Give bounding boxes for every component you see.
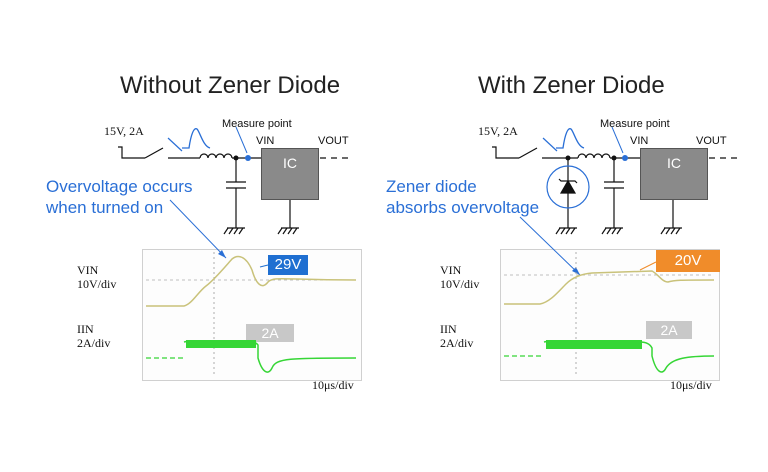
left-iin-pulse-band (186, 340, 256, 348)
left-voltage-badge-pointer (259, 264, 269, 268)
left-measure-point-label: Measure point (222, 118, 292, 130)
left-circuit (118, 146, 352, 235)
right-cap-junction-dot (611, 155, 617, 161)
right-surge-pulse-icon (556, 128, 585, 149)
right-iin-scale-value: 2A/div (440, 336, 474, 350)
left-surge-pulse-icon (182, 128, 211, 149)
left-annotation: Overvoltage occurs when turned on (46, 176, 192, 218)
right-switch (518, 147, 538, 159)
right-annotation-arrowhead-icon (572, 267, 580, 275)
left-vout-label: VOUT (318, 135, 349, 147)
right-source-label: 15V, 2A (478, 124, 518, 138)
right-vout-label: VOUT (696, 135, 727, 147)
right-vin-scale-name: VIN (440, 263, 462, 277)
right-current-badge: 2A (646, 321, 692, 339)
right-voltage-badge-pointer (639, 261, 657, 271)
left-annotation-leader (169, 199, 227, 259)
right-vin-scale-label: VIN 10V/div (440, 263, 479, 291)
right-measure-point-leader (611, 126, 624, 154)
left-vin-label: VIN (256, 135, 275, 147)
right-zener-ground-icon (555, 227, 577, 235)
right-zener-highlight-circle (546, 165, 590, 209)
right-annotation-line2: absorbs overvoltage (386, 198, 540, 217)
left-vin-scale-value: 10V/div (77, 277, 117, 291)
left-iin-scale-label: IIN 2A/div (77, 322, 110, 350)
right-measure-point-label: Measure point (600, 118, 670, 130)
left-cap-ground-icon (223, 227, 245, 235)
left-iin-scale-name: IIN (77, 322, 94, 336)
left-measure-point-dot (245, 155, 251, 161)
left-vin-scale-name: VIN (77, 263, 99, 277)
left-current-badge: 2A (246, 324, 294, 342)
right-zener-diode-icon (558, 178, 578, 194)
right-cap-ground-icon (601, 227, 623, 235)
right-inductor-icon (577, 153, 611, 159)
left-annotation-line2: when turned on (46, 198, 164, 217)
left-cap-junction-dot (233, 155, 239, 161)
left-switch (144, 147, 164, 159)
left-time-scale: 10μs/div (312, 378, 354, 392)
left-source-label: 15V, 2A (104, 124, 144, 138)
right-measure-point-dot (622, 155, 628, 161)
right-annotation: Zener diode absorbs overvoltage (386, 176, 539, 218)
left-iin-scale-value: 2A/div (77, 336, 111, 350)
left-annotation-arrowhead-icon (218, 250, 226, 258)
left-ic-block: IC (261, 148, 319, 200)
right-scope-traces (504, 252, 715, 376)
right-vin-trace (504, 270, 715, 305)
right-iin-scale-name: IIN (440, 322, 457, 336)
left-annotation-line1: Overvoltage occurs (46, 177, 193, 196)
left-scope-traces (146, 252, 357, 376)
left-vin-scale-label: VIN 10V/div (77, 263, 116, 291)
left-voltage-badge: 29V (268, 255, 308, 275)
left-title: Without Zener Diode (120, 72, 341, 99)
right-vin-scale-value: 10V/div (440, 277, 480, 291)
left-measure-point-leader (235, 126, 248, 154)
right-surge-arrow-icon (542, 137, 558, 152)
right-annotation-leader (519, 216, 581, 276)
right-title: With Zener Diode (478, 72, 665, 99)
right-iin-scale-label: IIN 2A/div (440, 322, 473, 350)
right-iin-pulse-band (546, 340, 642, 349)
right-circuit (492, 146, 740, 235)
right-vin-label: VIN (630, 135, 649, 147)
left-ic-ground-icon (277, 227, 299, 235)
right-ic-block: IC (640, 148, 708, 200)
left-source-wire (118, 146, 145, 159)
left-inductor-icon (199, 153, 233, 159)
left-vin-trace (146, 255, 357, 307)
right-zener-junction-dot (565, 155, 571, 161)
right-time-scale: 10μs/div (670, 378, 712, 392)
right-annotation-line1: Zener diode (386, 177, 477, 196)
right-voltage-badge: 20V (656, 250, 720, 272)
right-source-wire (492, 146, 519, 159)
left-surge-arrow-icon (167, 137, 183, 152)
right-ic-ground-icon (660, 227, 682, 235)
